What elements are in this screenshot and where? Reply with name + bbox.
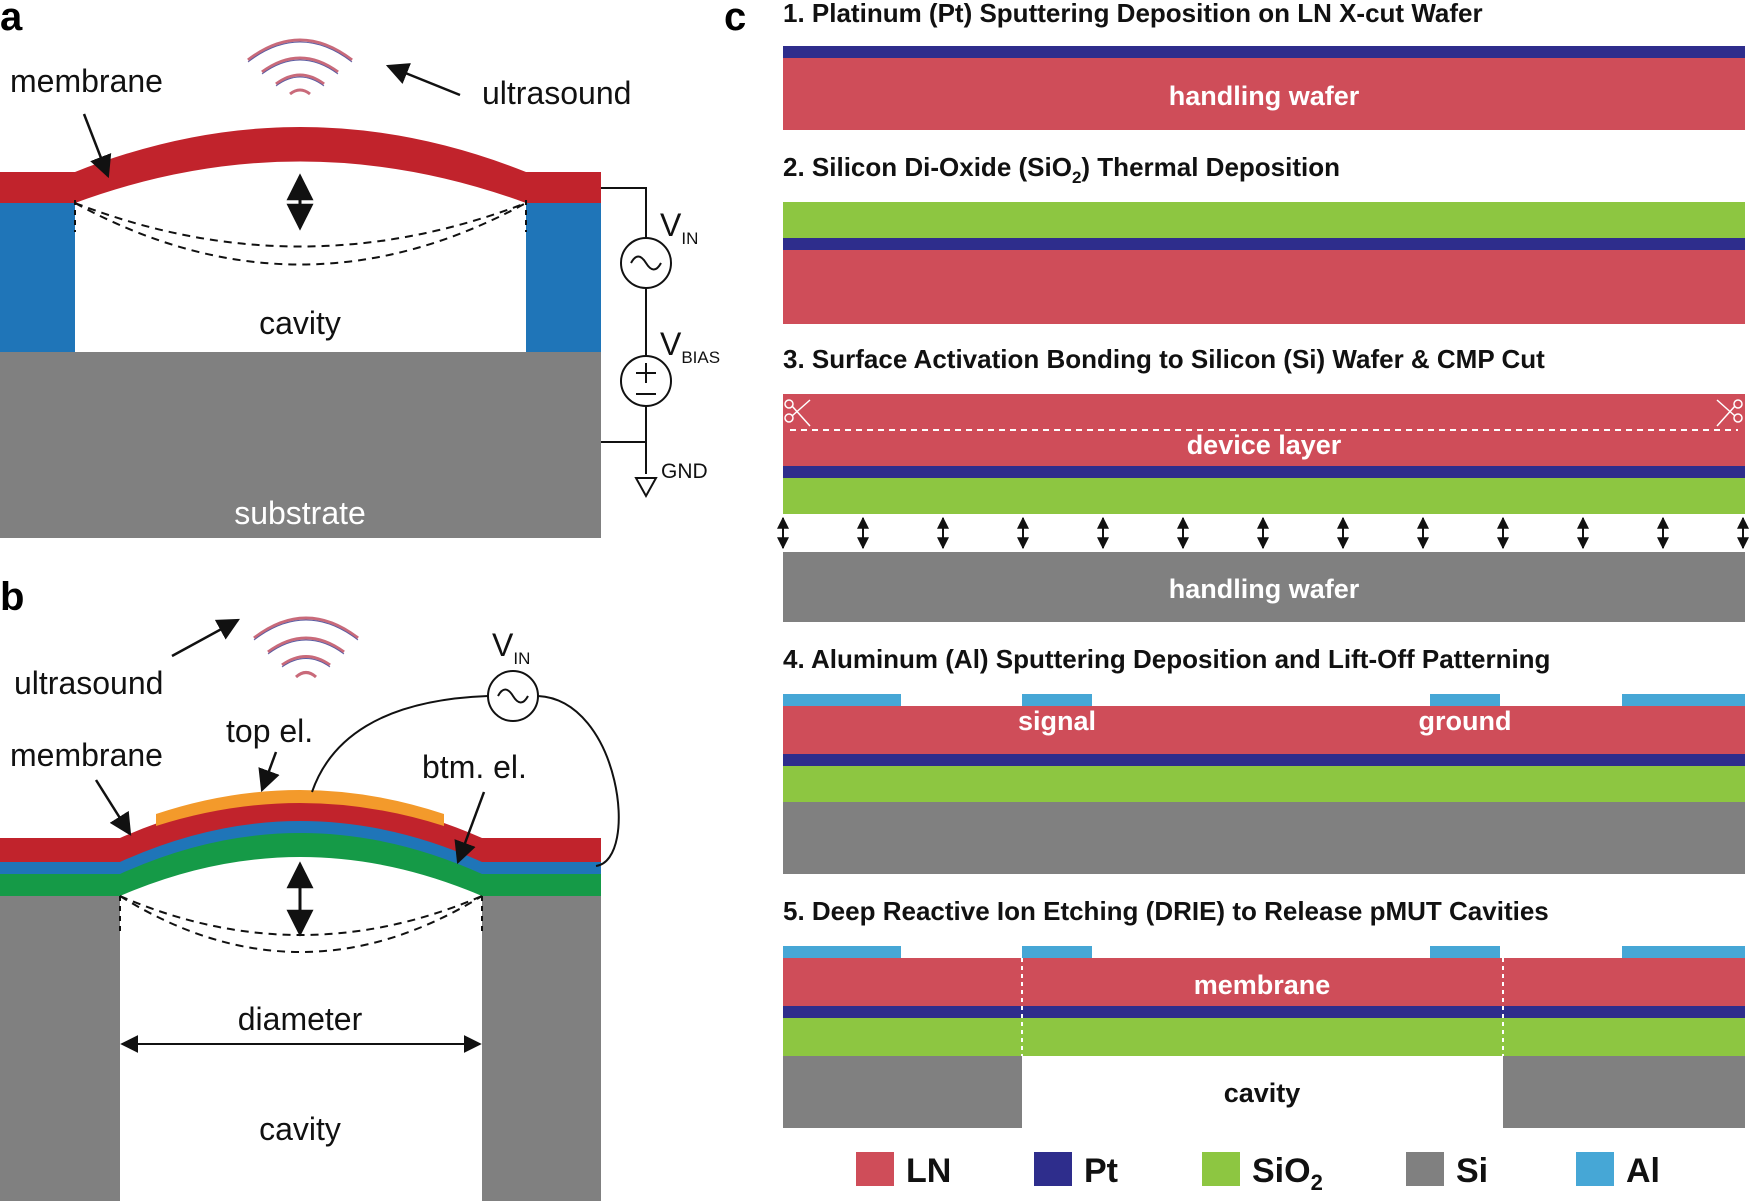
panel-a-letter: a bbox=[0, 0, 23, 39]
al-pad-4 bbox=[1622, 694, 1745, 706]
step2-title: 2. Silicon Di-Oxide (SiO2) Thermal Depos… bbox=[783, 152, 1340, 187]
vbias-label: VBIAS bbox=[660, 326, 720, 367]
al-pad-3 bbox=[1430, 694, 1500, 706]
membrane-pointer-b bbox=[94, 779, 132, 836]
membrane-label-b: membrane bbox=[10, 737, 163, 773]
membrane-layer bbox=[0, 127, 601, 203]
step2-sio2-layer bbox=[783, 202, 1745, 238]
step2-ln-wafer bbox=[783, 250, 1745, 324]
step3-sio2-layer bbox=[783, 478, 1745, 514]
panel-c-letter: c bbox=[724, 0, 746, 39]
gnd-label: GND bbox=[661, 460, 708, 483]
vin-label-a: VIN bbox=[660, 207, 698, 248]
left-post bbox=[0, 896, 120, 1201]
substrate-block bbox=[0, 352, 601, 538]
bottom-electrode-layer bbox=[0, 819, 601, 874]
top-electrode-layer bbox=[156, 790, 444, 826]
scissors-icon-right bbox=[1716, 399, 1743, 427]
step4-ln-layer bbox=[783, 706, 1745, 754]
legend-swatch-sio bbox=[1202, 1152, 1240, 1186]
step1-handling-label: handling wafer bbox=[1169, 81, 1360, 111]
al-pad-6 bbox=[1022, 946, 1092, 958]
legend-label-pt: Pt bbox=[1084, 1152, 1118, 1190]
step4-sio2-layer bbox=[783, 766, 1745, 802]
step1-title: 1. Platinum (Pt) Sputtering Deposition o… bbox=[783, 0, 1483, 28]
step3-si-handling bbox=[783, 552, 1745, 622]
step4-title: 4. Aluminum (Al) Sputtering Deposition a… bbox=[783, 644, 1550, 674]
ground-icon bbox=[634, 477, 658, 499]
step5-sio2-layer bbox=[783, 1018, 1745, 1056]
step5-title: 5. Deep Reactive Ion Etching (DRIE) to R… bbox=[783, 896, 1549, 926]
step5-si-right bbox=[1503, 1056, 1745, 1128]
ac-source-icon bbox=[620, 237, 672, 289]
membrane-layer-b bbox=[0, 798, 601, 862]
bias-circuit bbox=[601, 187, 672, 499]
scissors-icon-left bbox=[784, 399, 811, 427]
legend: LN Pt SiO2 Si Al bbox=[856, 1152, 1660, 1195]
ground-label: ground bbox=[1419, 706, 1512, 736]
cavity-label-c: cavity bbox=[1224, 1078, 1301, 1108]
step2-pt-layer bbox=[783, 238, 1745, 250]
legend-label-si: Si bbox=[1456, 1152, 1488, 1190]
al-pad-2 bbox=[1022, 694, 1092, 706]
ultrasound-wave-icon bbox=[247, 38, 353, 96]
vin-label-b: VIN bbox=[492, 627, 530, 668]
left-support bbox=[0, 200, 75, 352]
btm-el-pointer bbox=[454, 791, 486, 865]
right-support bbox=[526, 200, 601, 352]
membrane-label-c: membrane bbox=[1194, 970, 1331, 1000]
legend-label-ln: LN bbox=[906, 1152, 951, 1190]
al-pad-1 bbox=[783, 694, 901, 706]
legend-swatch-si bbox=[1406, 1152, 1444, 1186]
panel-b-letter: b bbox=[0, 575, 24, 619]
ultrasound-label-a: ultrasound bbox=[482, 75, 631, 111]
right-post bbox=[482, 896, 601, 1201]
ultrasound-pointer-a bbox=[385, 63, 461, 97]
step3-title: 3. Surface Activation Bonding to Silicon… bbox=[783, 344, 1545, 374]
device-layer-label: device layer bbox=[1187, 430, 1342, 460]
panel-c: c 1. Platinum (Pt) Sputtering Deposition… bbox=[724, 0, 1749, 1195]
ultrasound-label-b: ultrasound bbox=[14, 665, 163, 701]
substrate-label: substrate bbox=[234, 495, 366, 531]
vin-circuit-b bbox=[311, 670, 620, 867]
legend-label-sio: SiO2 bbox=[1252, 1152, 1323, 1195]
deflection-outline-b2 bbox=[119, 895, 483, 953]
ultrasound-wave-icon-b bbox=[253, 616, 359, 679]
signal-label: signal bbox=[1018, 706, 1096, 736]
step4-pt-layer bbox=[783, 754, 1745, 766]
step5-ln-layer bbox=[783, 958, 1745, 1006]
bonding-arrows bbox=[777, 516, 1749, 550]
top-el-label: top el. bbox=[226, 713, 313, 749]
al-pad-8 bbox=[1622, 946, 1745, 958]
cavity-label-a: cavity bbox=[259, 305, 341, 341]
legend-swatch-ln bbox=[856, 1152, 894, 1186]
step3-handling-label: handling wafer bbox=[1169, 574, 1360, 604]
step5-pt-layer bbox=[783, 1006, 1745, 1018]
top-el-pointer bbox=[258, 751, 280, 793]
diameter-label: diameter bbox=[238, 1001, 363, 1037]
legend-swatch-pt bbox=[1034, 1152, 1072, 1186]
step5-si-left bbox=[783, 1056, 1022, 1128]
ac-source-icon-b bbox=[487, 670, 539, 722]
btm-el-label: btm. el. bbox=[422, 749, 527, 785]
membrane-label-a: membrane bbox=[10, 63, 163, 99]
step4-si-layer bbox=[783, 802, 1745, 874]
step1-ln-wafer bbox=[783, 58, 1745, 130]
panel-a: a substrate cavity membrane ultrasound bbox=[0, 0, 720, 538]
al-pad-7 bbox=[1430, 946, 1500, 958]
cavity-label-b: cavity bbox=[259, 1111, 341, 1147]
bottom-green-layer bbox=[0, 832, 601, 896]
membrane-pointer-a bbox=[82, 113, 112, 179]
dc-source-icon bbox=[620, 355, 672, 407]
al-pad-5 bbox=[783, 946, 901, 958]
panel-b: b diameter cavity ultras bbox=[0, 575, 620, 1201]
step1-pt-layer bbox=[783, 46, 1745, 58]
deflection-outline-lower bbox=[74, 202, 527, 248]
legend-label-al: Al bbox=[1626, 1152, 1660, 1190]
step3-pt-layer bbox=[783, 466, 1745, 478]
ultrasound-pointer-b bbox=[171, 618, 240, 658]
legend-swatch-al bbox=[1576, 1152, 1614, 1186]
